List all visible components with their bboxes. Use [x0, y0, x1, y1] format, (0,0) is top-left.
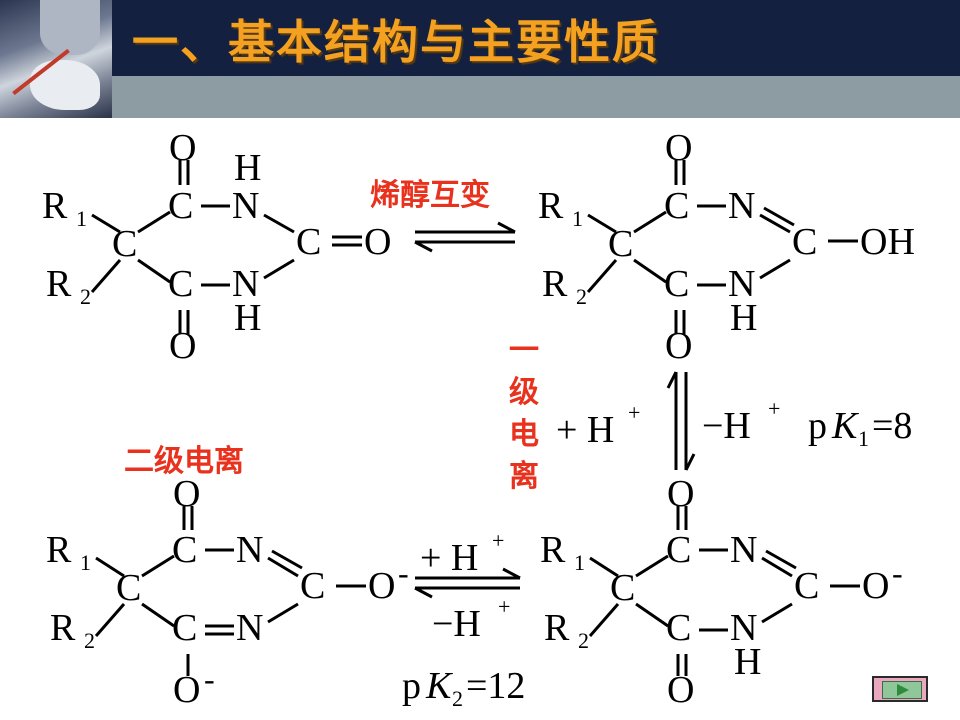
- atom-n: N: [236, 607, 263, 649]
- slide-header: 一、基本结构与主要性质: [0, 0, 960, 118]
- atom-r: R: [542, 263, 568, 305]
- atom-sub: 1: [574, 550, 585, 575]
- atom-c: C: [172, 607, 197, 649]
- charge-plus: +: [498, 594, 510, 619]
- atom-o: O: [169, 127, 196, 169]
- next-slide-button[interactable]: [872, 676, 928, 702]
- atom-c: C: [610, 567, 635, 609]
- reagent-minus-h: −H: [432, 603, 481, 645]
- atom-c: C: [792, 221, 817, 263]
- page-title: 一、基本结构与主要性质: [132, 15, 660, 69]
- next-slide-button-face: [882, 681, 922, 699]
- atom-c: C: [300, 565, 325, 607]
- atom-r: R: [50, 607, 76, 649]
- charge-minus: -: [892, 555, 903, 591]
- atom-c: C: [116, 567, 141, 609]
- first-ionization-label: 一级电离: [509, 333, 539, 494]
- atom-o: O: [665, 325, 692, 367]
- pk2-k: K: [425, 665, 453, 707]
- header-photo: [0, 0, 112, 118]
- atom-r: R: [42, 185, 68, 227]
- enol-tautomerism-label: 烯醇互变: [370, 178, 490, 213]
- atom-sub: 2: [84, 628, 95, 653]
- atom-sub: 2: [578, 628, 589, 653]
- atom-o: O: [169, 325, 196, 367]
- atom-sub: 1: [80, 550, 91, 575]
- atom-c: C: [168, 263, 193, 305]
- atom-o: O: [364, 221, 391, 263]
- atom-n: N: [728, 185, 755, 227]
- atom-r: R: [46, 263, 72, 305]
- pk1-value: =8: [872, 405, 912, 447]
- header-photo-figure: [40, 0, 100, 55]
- atom-h: H: [234, 297, 261, 339]
- charge-plus: +: [768, 396, 780, 421]
- reagent-plus-h: + H: [556, 409, 614, 451]
- second-ionization-label: 二级电离: [124, 444, 244, 479]
- atom-c: C: [608, 223, 633, 265]
- atom-n: N: [730, 529, 757, 571]
- atom-o: O: [665, 127, 692, 169]
- header-strip: [0, 76, 960, 118]
- atom-o: O: [173, 669, 200, 711]
- atom-n: N: [236, 529, 263, 571]
- atom-r: R: [46, 529, 72, 571]
- atom-n: N: [730, 607, 757, 649]
- charge-minus: -: [204, 661, 215, 697]
- atom-c: C: [794, 565, 819, 607]
- atom-n: N: [232, 263, 259, 305]
- atom-c: C: [112, 223, 137, 265]
- atom-c: C: [664, 263, 689, 305]
- pk1-prefix: p: [808, 405, 827, 447]
- charge-plus: +: [628, 400, 640, 425]
- header-band: [0, 0, 960, 76]
- atom-r: R: [544, 607, 570, 649]
- atom-oh: OH: [860, 221, 915, 263]
- next-slide-icon: [897, 684, 909, 696]
- atom-o: O: [862, 565, 889, 607]
- atom-sub: 1: [572, 206, 583, 231]
- atom-o: O: [667, 473, 694, 515]
- charge-plus: +: [492, 528, 504, 553]
- atom-sub: 2: [80, 284, 91, 309]
- atom-c: C: [666, 607, 691, 649]
- atom-h: H: [234, 147, 261, 189]
- atom-c: C: [168, 185, 193, 227]
- atom-h: H: [730, 297, 757, 339]
- reagent-plus-h: + H: [420, 537, 478, 579]
- atom-c: C: [666, 529, 691, 571]
- atom-h: H: [734, 641, 761, 683]
- atom-o: O: [667, 669, 694, 711]
- atom-r: R: [540, 529, 566, 571]
- atom-r: R: [538, 185, 564, 227]
- pk2-prefix: p: [402, 665, 421, 707]
- pk1-sub: 1: [858, 426, 869, 451]
- atom-sub: 1: [76, 206, 87, 231]
- atom-c: C: [664, 185, 689, 227]
- atom-n: N: [728, 263, 755, 305]
- pk2-sub: 2: [452, 686, 463, 711]
- reagent-minus-h: −H: [702, 405, 751, 447]
- atom-c: C: [296, 221, 321, 263]
- pk1-k: K: [831, 405, 859, 447]
- pk2-value: =12: [466, 665, 525, 707]
- atom-o: O: [368, 565, 395, 607]
- atom-c: C: [172, 529, 197, 571]
- atom-n: N: [232, 185, 259, 227]
- charge-minus: -: [398, 555, 409, 591]
- atom-o: O: [173, 473, 200, 515]
- atom-sub: 2: [576, 284, 587, 309]
